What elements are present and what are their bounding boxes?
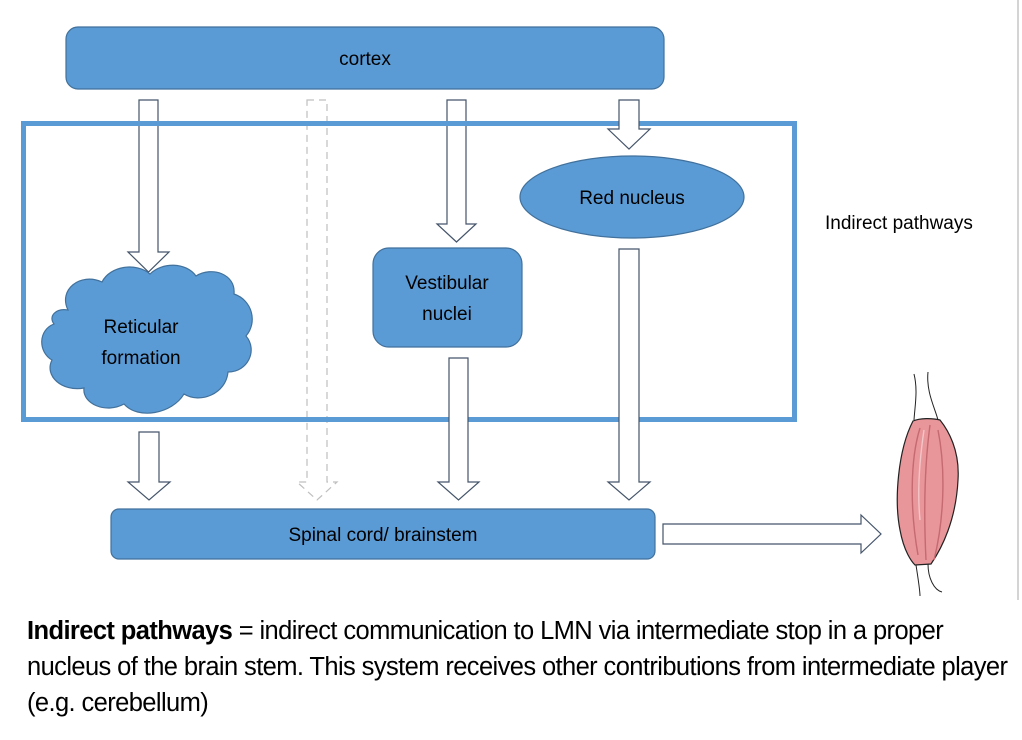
arrow-reticular-to-spinal xyxy=(126,431,172,501)
caption-text: Indirect pathways = indirect communicati… xyxy=(27,613,1017,721)
caption-definition: = indirect communication to LMN via inte… xyxy=(27,617,1008,717)
muscle-icon xyxy=(896,371,959,597)
reticular-formation-label-line2: formation xyxy=(101,348,180,369)
slide-edge-divider xyxy=(1017,0,1019,600)
arrow-cortex-to-red-nucleus xyxy=(606,99,652,150)
cortex-label: cortex xyxy=(339,49,391,70)
vestibular-nuclei-label-line1: Vestibular xyxy=(405,273,489,294)
arrow-cortex-to-vestibular xyxy=(435,99,478,243)
reticular-formation-label-line1: Reticular xyxy=(104,317,180,338)
vestibular-nuclei-label-line2: nuclei xyxy=(422,304,472,325)
reticular-formation-node: Reticular formation xyxy=(41,264,253,414)
arrow-spinal-to-muscle xyxy=(662,513,882,555)
arrow-red-nucleus-to-spinal xyxy=(606,248,652,501)
arrow-vestibular-to-spinal xyxy=(436,357,481,501)
vestibular-nuclei-node: Vestibular nuclei xyxy=(372,247,523,348)
red-nucleus-node: Red nucleus xyxy=(519,155,745,239)
arrow-cortex-to-spinal-dashed xyxy=(295,99,339,501)
red-nucleus-label: Red nucleus xyxy=(579,188,685,209)
brainstem-nuclei-frame xyxy=(21,121,797,422)
pathway-diagram: cortex Red nucleus Vestibular nuclei Ret… xyxy=(21,26,959,597)
spinal-cord-node: Spinal cord/ brainstem xyxy=(110,508,656,560)
cortex-node: cortex xyxy=(65,26,665,90)
caption-term: Indirect pathways xyxy=(27,617,233,645)
spinal-cord-label: Spinal cord/ brainstem xyxy=(288,525,477,546)
diagram-title-label: Indirect pathways xyxy=(825,213,973,234)
